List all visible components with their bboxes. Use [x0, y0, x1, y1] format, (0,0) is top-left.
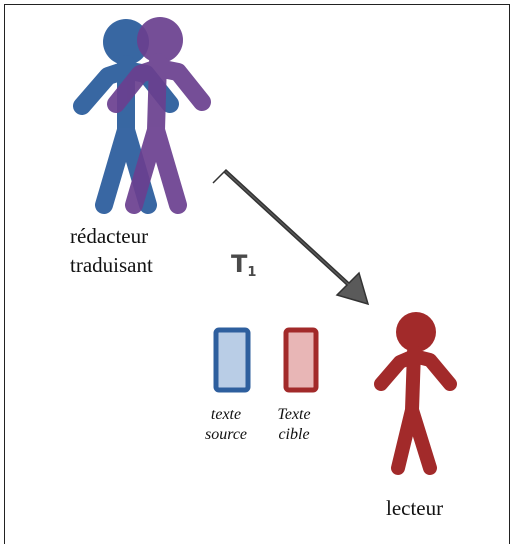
translation-subscript: 1	[247, 265, 257, 280]
source-document-icon	[213, 327, 251, 393]
translation-label: T1	[231, 250, 256, 280]
diagram-canvas	[73, 17, 457, 475]
target-label-line2: cible	[278, 426, 310, 443]
source-label-line1: texte	[210, 406, 242, 423]
source-document-label: texte source	[196, 405, 256, 445]
writer-label: rédacteur traduisant	[70, 222, 153, 280]
target-label-line1: Texte	[277, 406, 311, 423]
reader-label: lecteur	[386, 496, 444, 520]
diagram-frame	[4, 4, 510, 544]
translation-arrow	[212, 168, 370, 306]
translation-symbol: T	[231, 250, 248, 278]
writer-label-line1: rédacteur	[70, 224, 149, 248]
target-document-icon	[283, 327, 319, 393]
writer-label-line2: traduisant	[70, 253, 153, 277]
source-label-line2: source	[204, 426, 248, 443]
writer-figure-purple	[107, 17, 211, 214]
target-document-label: Texte cible	[266, 405, 322, 445]
reader-figure	[374, 312, 457, 475]
